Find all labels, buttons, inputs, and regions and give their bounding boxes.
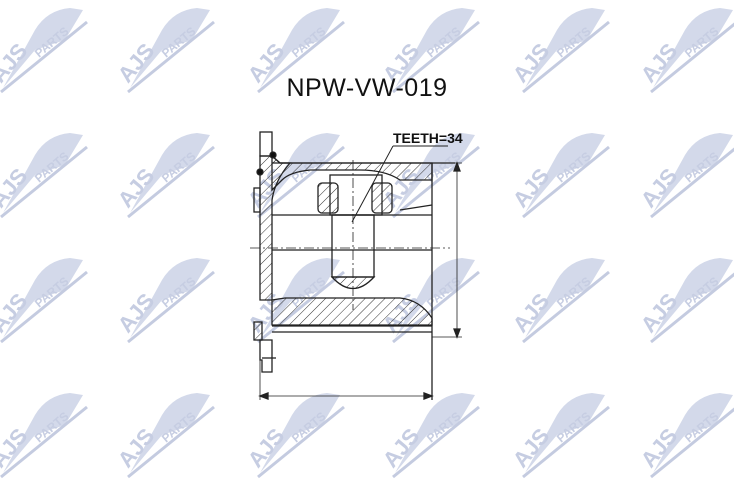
housing-bottom-wall — [271, 297, 433, 326]
flange-lower — [253, 321, 263, 341]
flange-step — [259, 339, 273, 373]
left-notch — [253, 187, 261, 213]
housing-top-wall — [271, 154, 433, 192]
flange-upper — [259, 131, 273, 157]
teeth-label: TEETH=34 — [393, 130, 463, 146]
roller-left — [317, 182, 339, 214]
part-number-title: NPW-VW-019 — [286, 74, 448, 102]
